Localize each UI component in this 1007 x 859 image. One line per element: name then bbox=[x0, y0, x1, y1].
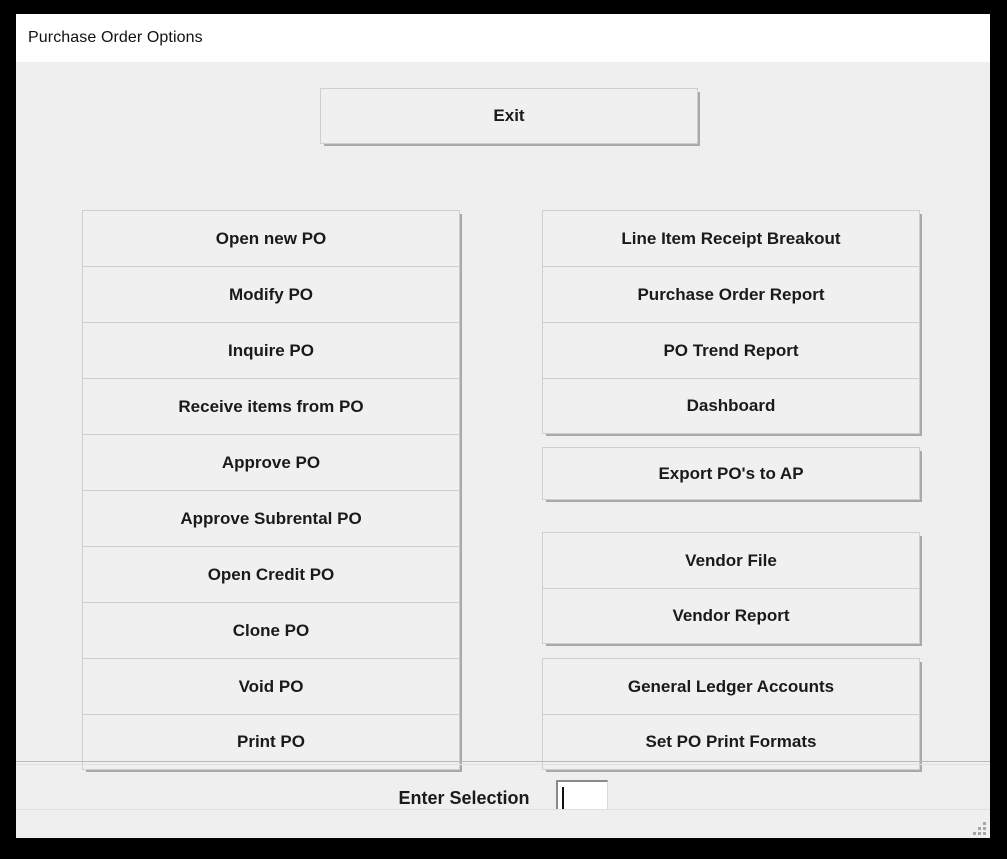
exit-button[interactable]: Exit bbox=[320, 88, 698, 144]
button-label: Receive items from PO bbox=[178, 396, 364, 416]
approve-po-button[interactable]: Approve PO bbox=[82, 434, 460, 490]
inquire-po-button[interactable]: Inquire PO bbox=[82, 322, 460, 378]
line-item-receipt-breakout-button[interactable]: Line Item Receipt Breakout bbox=[542, 210, 920, 266]
button-label: Vendor File bbox=[685, 550, 777, 570]
button-label: Print PO bbox=[236, 732, 305, 751]
window-title: Purchase Order Options bbox=[28, 29, 203, 46]
reports-button-group: Line Item Receipt Breakout Purchase Orde… bbox=[542, 210, 920, 434]
left-button-group: Open new PO Modify PO Inquire PO Receive… bbox=[82, 210, 460, 770]
enter-selection-label: Enter Selection bbox=[398, 787, 530, 808]
modify-po-button[interactable]: Modify PO bbox=[82, 266, 460, 322]
export-pos-to-ap-button[interactable]: Export PO's to AP bbox=[542, 447, 920, 500]
button-label: Approve PO bbox=[221, 452, 321, 472]
receive-items-from-po-button[interactable]: Receive items from PO bbox=[82, 378, 460, 434]
button-label: Open Credit PO bbox=[207, 564, 335, 584]
exit-button-label: Exit bbox=[493, 106, 525, 125]
button-label: Dashboard bbox=[686, 396, 776, 415]
vendor-button-group: Vendor File Vendor Report bbox=[542, 532, 920, 644]
button-label: Clone PO bbox=[232, 620, 310, 640]
button-label: Purchase Order Report bbox=[637, 284, 825, 304]
button-label: Open new PO bbox=[215, 228, 327, 248]
setup-button-group: General Ledger Accounts Set PO Print For… bbox=[542, 658, 920, 770]
button-label: Approve Subrental PO bbox=[180, 508, 362, 528]
print-po-button[interactable]: Print PO bbox=[82, 714, 460, 770]
export-button-group: Export PO's to AP bbox=[542, 447, 920, 500]
button-label: General Ledger Accounts bbox=[627, 676, 835, 696]
resize-grip-icon[interactable] bbox=[971, 820, 986, 835]
button-label: Export PO's to AP bbox=[658, 463, 804, 483]
open-new-po-button[interactable]: Open new PO bbox=[82, 210, 460, 266]
set-po-print-formats-button[interactable]: Set PO Print Formats bbox=[542, 714, 920, 770]
approve-subrental-po-button[interactable]: Approve Subrental PO bbox=[82, 490, 460, 546]
title-bar: Purchase Order Options bbox=[16, 14, 990, 62]
button-label: Void PO bbox=[238, 676, 304, 696]
button-label: Modify PO bbox=[228, 284, 314, 304]
dashboard-button[interactable]: Dashboard bbox=[542, 378, 920, 434]
purchase-order-report-button[interactable]: Purchase Order Report bbox=[542, 266, 920, 322]
void-po-button[interactable]: Void PO bbox=[82, 658, 460, 714]
button-label: Line Item Receipt Breakout bbox=[621, 228, 841, 248]
general-ledger-accounts-button[interactable]: General Ledger Accounts bbox=[542, 658, 920, 714]
vendor-report-button[interactable]: Vendor Report bbox=[542, 588, 920, 644]
button-label: PO Trend Report bbox=[663, 340, 799, 360]
button-label: Set PO Print Formats bbox=[645, 732, 817, 751]
vendor-file-button[interactable]: Vendor File bbox=[542, 532, 920, 588]
open-credit-po-button[interactable]: Open Credit PO bbox=[82, 546, 460, 602]
clone-po-button[interactable]: Clone PO bbox=[82, 602, 460, 658]
footer-divider bbox=[16, 761, 990, 765]
po-trend-report-button[interactable]: PO Trend Report bbox=[542, 322, 920, 378]
application-window: Purchase Order Options Exit Open new PO … bbox=[16, 14, 990, 838]
client-area: Exit Open new PO Modify PO Inquire PO Re… bbox=[16, 62, 990, 838]
button-label: Vendor Report bbox=[672, 606, 790, 625]
button-label: Inquire PO bbox=[228, 340, 314, 360]
text-caret bbox=[561, 787, 564, 812]
status-strip bbox=[16, 809, 990, 838]
